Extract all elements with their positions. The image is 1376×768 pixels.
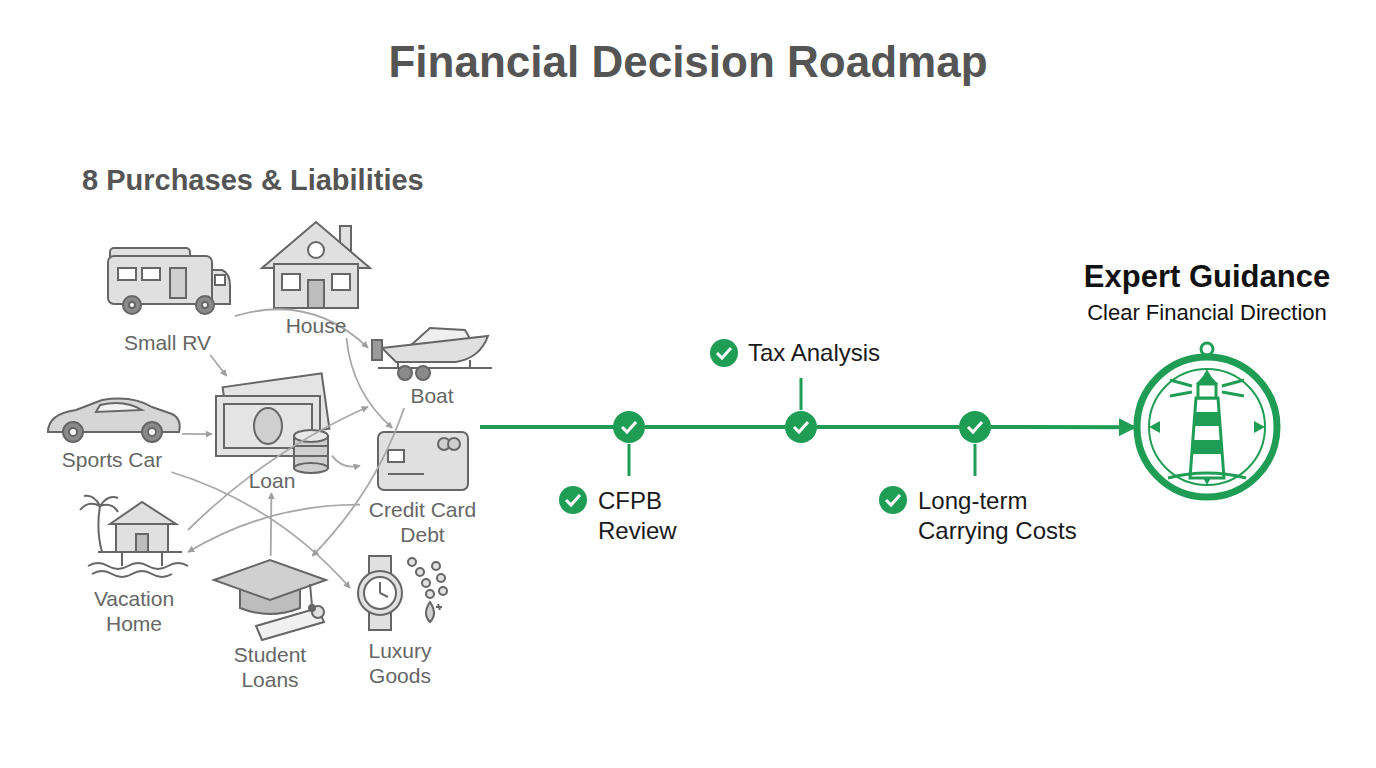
tangle-arrow xyxy=(188,505,360,552)
tangle-arrow xyxy=(182,433,212,435)
vacation-home-item: Vacation Home xyxy=(80,498,188,636)
checkpoint: CFPB Review xyxy=(613,411,645,443)
item-label: Student Loans xyxy=(215,642,325,692)
tangle-arrow xyxy=(188,407,368,530)
check-mark xyxy=(959,411,991,443)
roadmap-line xyxy=(480,425,614,429)
check-mark xyxy=(622,422,636,432)
leader-ticks xyxy=(629,378,975,476)
checkpoint: Long-term Carrying Costs xyxy=(959,411,991,443)
item-label: Boat xyxy=(410,383,453,408)
check-mark xyxy=(968,422,982,432)
check-mark xyxy=(613,411,645,443)
step-label: CFPB Review xyxy=(598,486,698,546)
loan-item: Loan xyxy=(212,376,332,493)
guidance-compass: Expert GuidanceClear Financial Direction xyxy=(1135,355,1280,500)
luxury-goods-item: Luxury Goods xyxy=(350,553,450,688)
tangle-arrow xyxy=(270,493,272,556)
luxury-goods-icon xyxy=(358,556,447,630)
check-mark xyxy=(785,411,817,443)
item-label: Luxury Goods xyxy=(350,638,450,688)
diagram-title: Financial Decision Roadmap xyxy=(0,36,1376,88)
guidance-subtitle: Clear Financial Direction xyxy=(1057,299,1357,327)
house-item: House xyxy=(262,218,370,338)
sports-car-icon xyxy=(48,399,180,442)
item-label: Credit Card Debt xyxy=(360,497,485,547)
sports-car-item: Sports Car xyxy=(42,395,182,472)
tangle-arrow xyxy=(235,309,368,348)
student-loans-item: Student Loans xyxy=(215,556,325,692)
guidance-heading: Expert Guidance xyxy=(1057,258,1357,296)
check-mark xyxy=(794,422,808,432)
tangle-arrow xyxy=(347,338,393,428)
item-label: Small RV xyxy=(124,330,211,355)
tangle-arrow xyxy=(332,456,360,467)
vacation-home-icon xyxy=(80,496,188,577)
tangle-arrow xyxy=(312,408,404,556)
item-label: Vacation Home xyxy=(80,586,188,636)
tangle-arrow xyxy=(210,355,226,376)
rv-item: Small RV xyxy=(100,245,235,355)
house-icon xyxy=(262,222,370,308)
graduation-icon xyxy=(214,560,326,640)
roadmap-connector xyxy=(817,425,959,429)
item-label: Sports Car xyxy=(62,447,162,472)
section-heading: 8 Purchases & Liabilities xyxy=(82,163,424,197)
boat-item: Boat xyxy=(368,318,496,408)
step-label: Tax Analysis xyxy=(748,338,918,368)
checkpoint: Tax Analysis xyxy=(785,411,817,443)
roadmap-connector xyxy=(991,425,1135,429)
roadmap-connector xyxy=(645,425,785,429)
credit-card-item: Credit Card Debt xyxy=(360,428,485,547)
lighthouse-compass xyxy=(1137,343,1277,497)
rv-icon xyxy=(108,248,230,314)
boat-icon xyxy=(372,328,492,380)
item-label: House xyxy=(286,313,347,338)
step-label: Long-term Carrying Costs xyxy=(918,486,1103,546)
item-label: Loan xyxy=(249,468,296,493)
loan-icon xyxy=(216,373,329,473)
